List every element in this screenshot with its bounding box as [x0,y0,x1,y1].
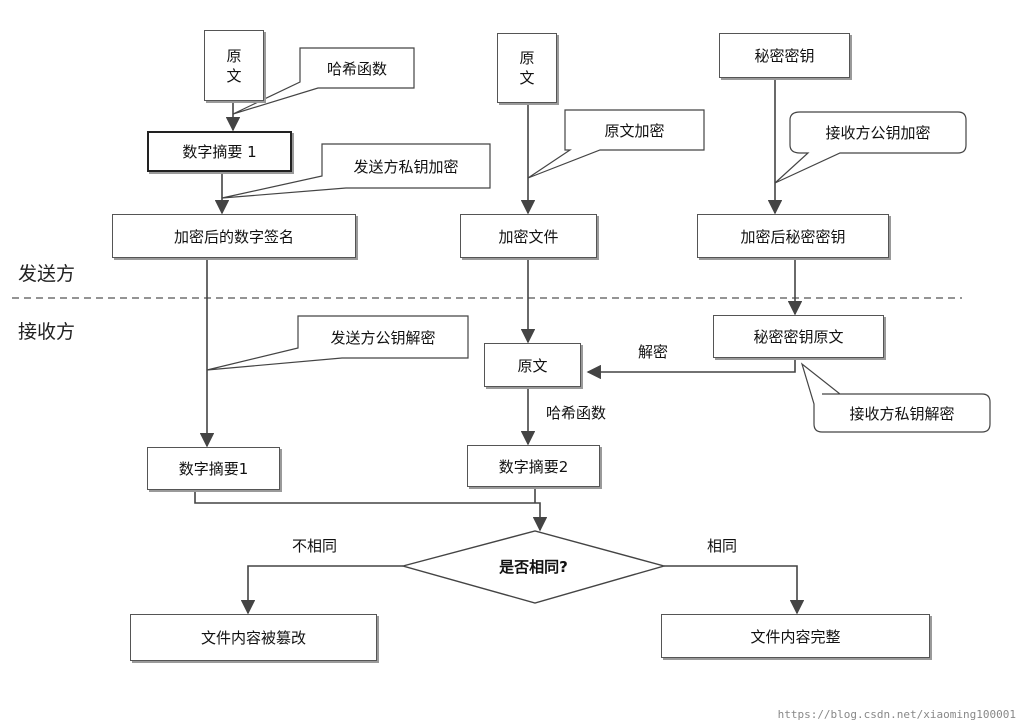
callout-sender-private-encrypt-shape [221,143,491,199]
node-encrypted-signature[interactable]: 加密后的数字签名 [112,214,356,258]
node-digest2[interactable]: 数字摘要2 [467,445,600,487]
callout-receiver-private-decrypt: 接收方私钥解密 [849,404,955,423]
node-plaintext-mid[interactable]: 原 文 [497,33,557,103]
edge-label-decrypt: 解密 [638,343,669,361]
node-digest1-bottom[interactable]: 数字摘要1 [147,447,280,490]
arrow-decision-to-tampered [240,565,403,615]
arrow-decision-to-intact [664,565,805,615]
node-digest1-top[interactable]: 数字摘要 1 [147,131,292,172]
node-encrypted-secret-key[interactable]: 加密后秘密密钥 [697,214,889,258]
callout-sender-public-decrypt: 发送方公钥解密 [330,328,436,347]
node-plaintext-left[interactable]: 原 文 [204,30,264,101]
callout-sender-public-decrypt-shape [206,315,469,371]
arrow-keyorig-to-recv [586,358,796,380]
callout-plaintext-encrypt: 原文加密 [604,121,665,140]
node-plaintext-recv[interactable]: 原文 [484,343,581,387]
callout-receiver-public-encrypt: 接收方公钥加密 [825,124,931,142]
node-secret-key-original[interactable]: 秘密密钥原文 [713,315,884,358]
callout-hash-top-shape [232,47,415,115]
edge-label-hash-mid: 哈希函数 [546,404,607,422]
decision-diamond [400,530,667,604]
callout-sender-private-encrypt: 发送方私钥加密 [353,157,459,176]
node-tampered[interactable]: 文件内容被篡改 [130,614,377,661]
edge-label-same: 相同 [707,537,738,555]
node-encrypted-file[interactable]: 加密文件 [460,214,597,258]
callout-plaintext-encrypt-shape [527,109,705,179]
edge-label-not-same: 不相同 [292,537,338,555]
callout-hash-top: 哈希函数 [326,59,387,78]
watermark: https://blog.csdn.net/xiaoming100001 [777,708,1016,721]
sender-label: 发送方 [18,263,76,285]
callout-receiver-public-encrypt-shape [774,111,967,184]
arrow-digest1b-to-decision [194,490,548,532]
receiver-label: 接收方 [18,321,76,343]
decision-label: 是否相同? [499,557,568,576]
node-secret-key[interactable]: 秘密密钥 [719,33,850,78]
node-intact[interactable]: 文件内容完整 [661,614,930,658]
callout-receiver-private-decrypt-shape [800,362,991,433]
